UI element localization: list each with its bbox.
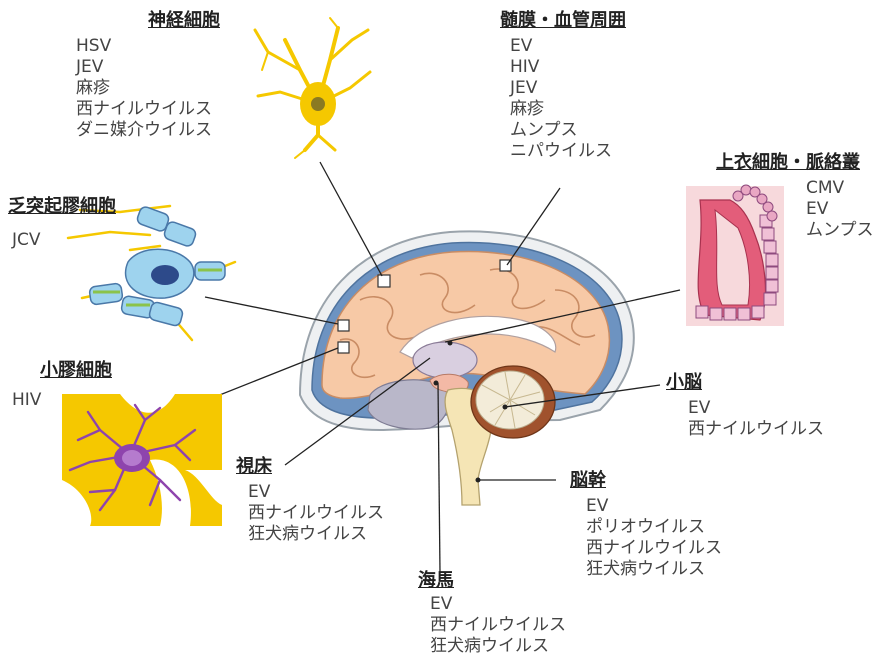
list-meninges: EV HIV JEV 麻疹 ムンプス ニパウイルス xyxy=(510,36,626,162)
virus-item: EV xyxy=(248,482,384,503)
virus-item: ムンプス xyxy=(510,120,626,141)
title-ependymal: 上衣細胞・脈絡叢 xyxy=(716,152,874,174)
virus-item: HIV xyxy=(12,390,112,411)
virus-item: 狂犬病ウイルス xyxy=(248,524,384,545)
list-thalamus: EV 西ナイルウイルス 狂犬病ウイルス xyxy=(248,482,384,545)
virus-item: ムンプス xyxy=(806,220,874,241)
virus-item: 西ナイルウイルス xyxy=(688,419,824,440)
marker-oligodendrocyte xyxy=(338,320,349,331)
title-cerebellum: 小脳 xyxy=(666,372,824,394)
title-hippocampus: 海馬 xyxy=(418,570,566,592)
virus-item: HSV xyxy=(76,36,220,57)
virus-item: 麻疹 xyxy=(76,78,220,99)
virus-item: ダニ媒介ウイルス xyxy=(76,120,220,141)
thalamus-shape xyxy=(413,342,477,378)
label-oligodendrocyte: 乏突起膠細胞 JCV xyxy=(8,196,116,251)
virus-item: 狂犬病ウイルス xyxy=(586,559,722,580)
virus-item: ポリオウイルス xyxy=(586,517,722,538)
virus-item: 西ナイルウイルス xyxy=(76,99,220,120)
virus-item: EV xyxy=(688,398,824,419)
virus-item: 西ナイルウイルス xyxy=(248,503,384,524)
label-hippocampus: 海馬 EV 西ナイルウイルス 狂犬病ウイルス xyxy=(418,570,566,657)
marker-microglia xyxy=(338,342,349,353)
label-ependymal: 上衣細胞・脈絡叢 CMV EV ムンプス xyxy=(716,152,874,241)
virus-item: 西ナイルウイルス xyxy=(586,538,722,559)
label-neuron: 神経細胞 HSV JEV 麻疹 西ナイルウイルス ダニ媒介ウイルス xyxy=(148,10,220,141)
virus-item: EV xyxy=(806,199,874,220)
virus-item: HIV xyxy=(510,57,626,78)
list-oligodendrocyte: JCV xyxy=(12,230,116,251)
virus-item: 狂犬病ウイルス xyxy=(430,636,566,657)
title-thalamus: 視床 xyxy=(236,456,384,478)
title-meninges: 髄膜・血管周囲 xyxy=(500,10,626,32)
list-brainstem: EV ポリオウイルス 西ナイルウイルス 狂犬病ウイルス xyxy=(586,496,722,580)
virus-item: 西ナイルウイルス xyxy=(430,615,566,636)
virus-item: ニパウイルス xyxy=(510,141,626,162)
virus-item: JEV xyxy=(76,57,220,78)
marker-neuron xyxy=(378,275,390,287)
list-neuron: HSV JEV 麻疹 西ナイルウイルス ダニ媒介ウイルス xyxy=(76,36,220,141)
virus-item: 麻疹 xyxy=(510,99,626,120)
list-hippocampus: EV 西ナイルウイルス 狂犬病ウイルス xyxy=(430,594,566,657)
microglia-illustration xyxy=(62,394,222,526)
label-cerebellum: 小脳 EV 西ナイルウイルス xyxy=(666,372,824,440)
title-brainstem: 脳幹 xyxy=(570,470,722,492)
label-thalamus: 視床 EV 西ナイルウイルス 狂犬病ウイルス xyxy=(236,456,384,545)
list-cerebellum: EV 西ナイルウイルス xyxy=(688,398,824,440)
virus-item: EV xyxy=(586,496,722,517)
label-microglia: 小膠細胞 HIV xyxy=(40,360,112,411)
list-ependymal: CMV EV ムンプス xyxy=(806,178,874,241)
list-microglia: HIV xyxy=(12,390,112,411)
label-brainstem: 脳幹 EV ポリオウイルス 西ナイルウイルス 狂犬病ウイルス xyxy=(570,470,722,580)
virus-item: JEV xyxy=(510,78,626,99)
title-neuron: 神経細胞 xyxy=(148,10,220,32)
label-meninges: 髄膜・血管周囲 EV HIV JEV 麻疹 ムンプス ニパウイルス xyxy=(500,10,626,162)
virus-item: EV xyxy=(510,36,626,57)
virus-item: CMV xyxy=(806,178,874,199)
title-oligodendrocyte: 乏突起膠細胞 xyxy=(8,196,116,218)
title-microglia: 小膠細胞 xyxy=(40,360,112,382)
virus-item: EV xyxy=(430,594,566,615)
virus-item: JCV xyxy=(12,230,116,251)
neuron-nucleus xyxy=(311,97,325,111)
